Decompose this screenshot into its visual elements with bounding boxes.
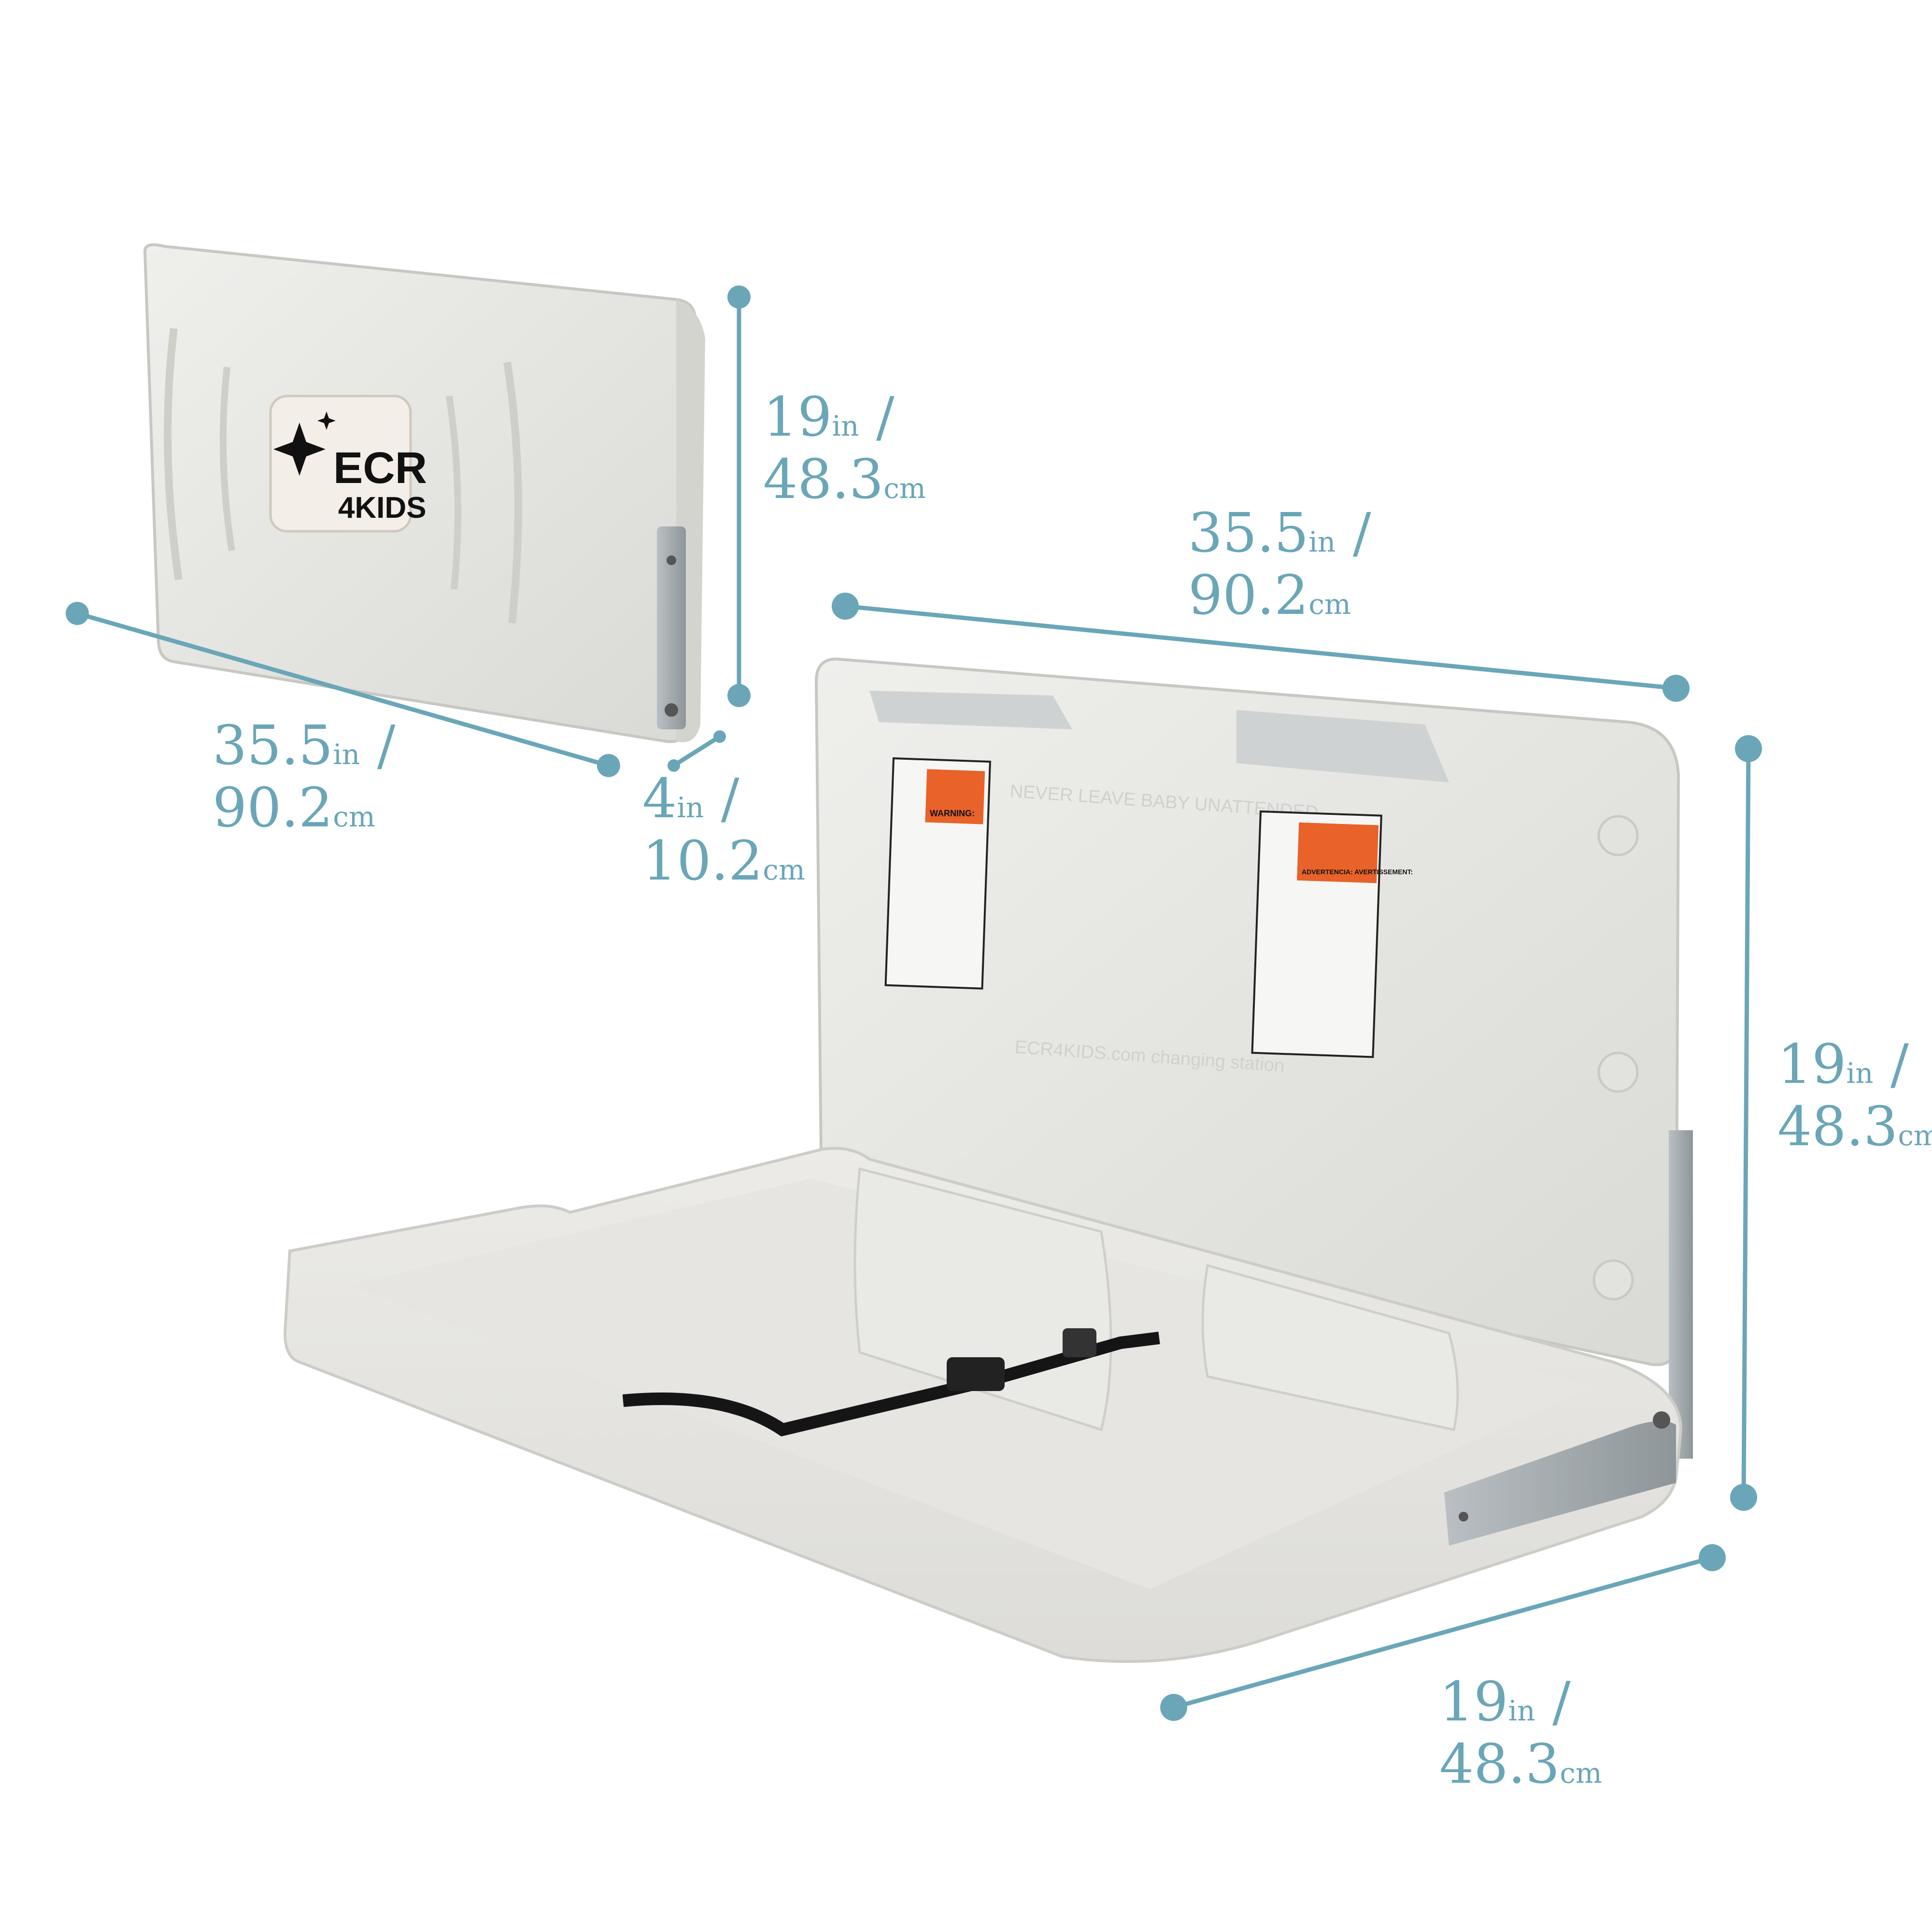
closed-height-label: 19in / 48.3cm [763,386,926,511]
closed-changing-station: ECR 4KIDS [143,243,705,743]
closed-width-label: 35.5in / 90.2cm [213,714,396,839]
hinge-plate [1444,1421,1676,1546]
warning-label-english: WARNING: [884,757,991,990]
safety-strap [622,1332,1160,1436]
warning-title: WARNING: [930,809,975,818]
warning-label-spanish-french: ADVERTENCIA: AVERTISSEMENT: [1251,810,1413,1058]
warning-title-es-fr: ADVERTENCIA: AVERTISSEMENT: [1302,868,1413,876]
open-changing-station: NEVER LEAVE BABY UNATTENDED ECR4KIDS.com… [283,657,1693,1663]
closed-depth-label: 4in / 10.2cm [642,767,805,893]
dimension-lines [66,285,1762,1721]
strap-buckle [947,1357,1005,1391]
logo-plate [269,395,412,533]
open-height-label: 19in / 48.3cm [1777,1033,1932,1158]
logo-line1: ECR [333,443,427,493]
open-depth-label: 19in / 48.3cm [1439,1671,1602,1796]
star-icon [273,423,326,476]
sparkle-icon [317,412,336,430]
logo-line2: 4KIDS [338,491,426,525]
hinge-bracket [657,526,686,729]
open-width-label: 35.5in / 90.2cm [1188,502,1371,627]
